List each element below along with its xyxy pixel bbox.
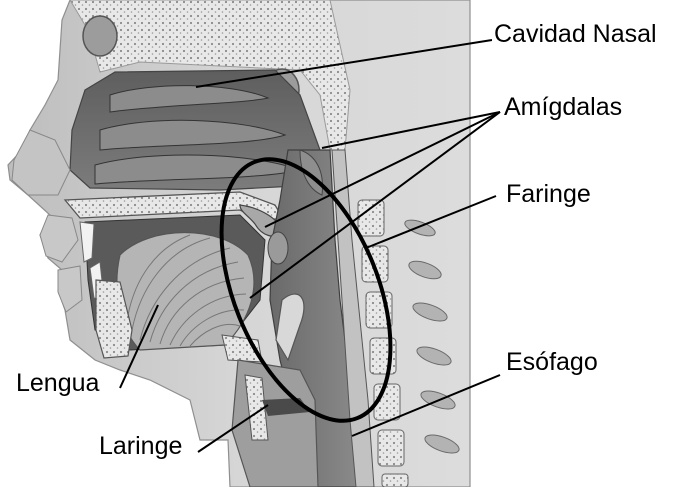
palatine-tonsil	[268, 232, 288, 264]
tongue	[117, 233, 254, 351]
label-faringe: Faringe	[504, 182, 593, 207]
label-cavidad-nasal: Cavidad Nasal	[492, 22, 659, 47]
label-laringe: Laringe	[97, 434, 184, 459]
frontal-sinus	[83, 16, 117, 56]
label-lengua: Lengua	[14, 371, 101, 396]
label-amigdalas: Amígdalas	[502, 95, 624, 120]
label-esofago: Esófago	[504, 350, 600, 375]
